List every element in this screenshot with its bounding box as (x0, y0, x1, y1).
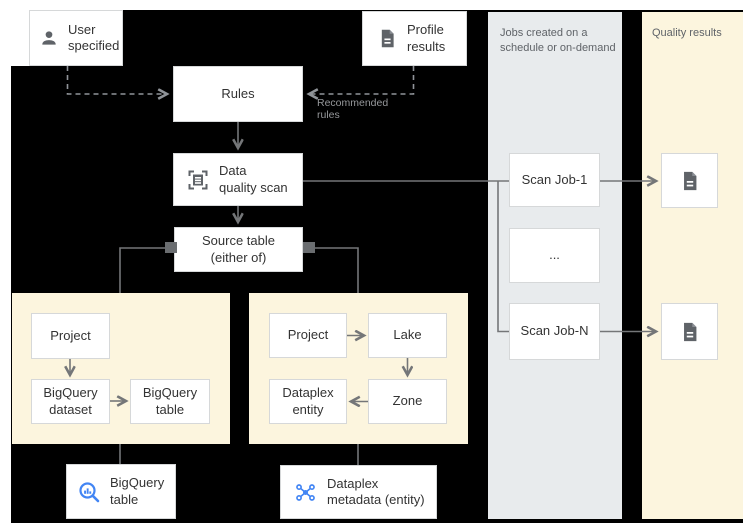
user-specified-node: User specified (29, 10, 123, 66)
rules-node: Rules (173, 66, 303, 122)
profile-results-label: Profile results (407, 22, 446, 54)
scan-job-1-node: Scan Job-1 (509, 153, 600, 207)
scan-job-1-label: Scan Job-1 (521, 171, 588, 187)
bigquery-table-node: BigQuery table (130, 379, 210, 424)
person-icon (39, 28, 59, 48)
scan-job-ellipsis-node: ... (509, 228, 600, 283)
zone-node: Zone (368, 379, 447, 424)
bigquery-table-bottom-label: BigQuery table (110, 475, 165, 507)
bigquery-dataset-label: BigQuery dataset (43, 385, 98, 417)
result-document-icon (679, 321, 701, 343)
profile-results-node: Profile results (362, 11, 467, 66)
lake-node: Lake (368, 313, 447, 358)
black-canvas (11, 10, 743, 523)
source-table-label: Source table (either of) (202, 233, 275, 265)
data-quality-scan-label: Data quality scan (219, 163, 288, 195)
dataplex-entity-label: Dataplex entity (282, 385, 334, 417)
bigquery-dataset-node: BigQuery dataset (31, 379, 110, 424)
zone-label: Zone (392, 393, 423, 409)
project-node-right: Project (269, 313, 347, 358)
quality-result-n-node (661, 303, 718, 360)
lake-label: Lake (393, 327, 422, 343)
document-icon (377, 28, 398, 49)
result-document-icon (679, 170, 701, 192)
project-node-left: Project (31, 313, 110, 359)
quality-results-column: Quality results (642, 12, 743, 519)
recommended-rules-label: Recommended rules (317, 97, 389, 121)
source-table-left-port (165, 242, 177, 253)
scan-job-n-label: Scan Job-N (520, 323, 589, 339)
canvas-white-notch (11, 10, 29, 66)
source-table-node: Source table (either of) (174, 227, 303, 272)
dataplex-metadata-node: Dataplex metadata (entity) (280, 465, 437, 519)
quality-result-1-node (661, 153, 718, 208)
scan-icon (186, 168, 210, 192)
dataplex-entity-node: Dataplex entity (269, 379, 347, 424)
quality-results-header: Quality results (652, 27, 722, 39)
scan-job-n-node: Scan Job-N (509, 303, 600, 360)
bigquery-table-icon-node: BigQuery table (66, 464, 176, 519)
scan-job-ellipsis-label: ... (549, 247, 560, 263)
jobs-column-header: Jobs created on a schedule or on-demand (500, 27, 616, 55)
dataplex-icon (293, 480, 318, 505)
project-left-label: Project (50, 327, 91, 343)
data-quality-scan-node: Data quality scan (173, 153, 303, 206)
source-table-right-port (303, 242, 315, 253)
rules-label: Rules (221, 85, 255, 101)
user-specified-label: User specified (68, 21, 120, 53)
bigquery-icon (77, 480, 101, 504)
project-right-label: Project (287, 327, 329, 343)
bigquery-table-label: BigQuery table (142, 385, 198, 417)
dataplex-metadata-label: Dataplex metadata (entity) (327, 475, 425, 507)
